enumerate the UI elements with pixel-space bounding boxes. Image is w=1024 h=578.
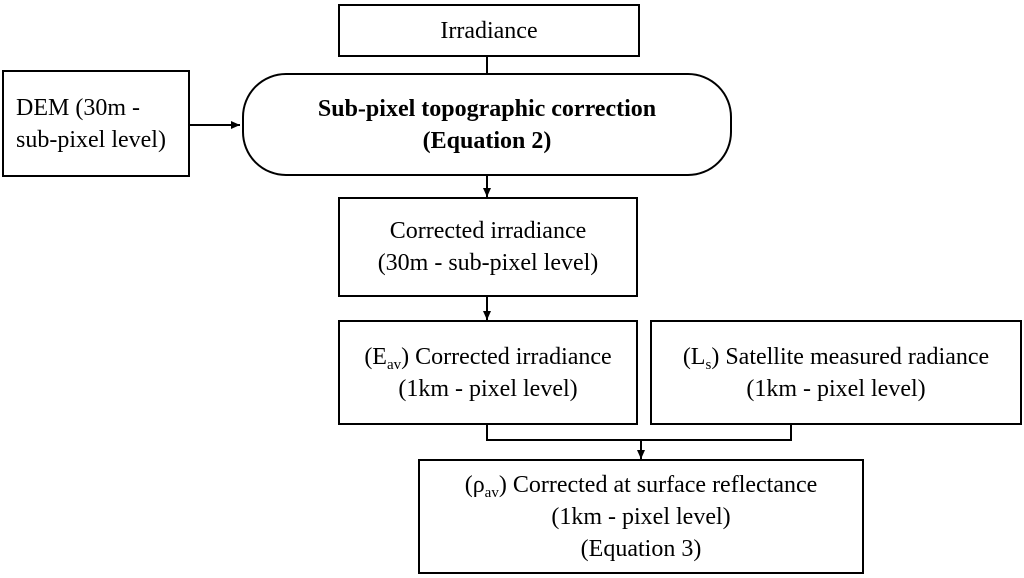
ls-line2: (1km - pixel level) <box>746 375 926 402</box>
eav-line1: (Eav) Corrected irradiance <box>364 341 611 373</box>
ls-symbol-open: (L <box>682 343 706 370</box>
corrected-irradiance-30m-line2: (30m - sub-pixel level) <box>377 250 599 276</box>
topographic-correction-title: Sub-pixel topographic correction <box>317 95 657 122</box>
eav-symbol-open: (E <box>364 343 387 370</box>
ls-symbol-close: ) <box>711 343 720 370</box>
eav-label: Corrected irradiance <box>409 343 612 370</box>
corrected-irradiance-30m-box: Corrected irradiance (30m - sub-pixel le… <box>338 197 638 297</box>
rho-av-line1: (ρav) Corrected at surface reflectance <box>465 469 818 501</box>
ls-label: Satellite measured radiance <box>719 343 990 370</box>
rho-av-box: (ρav) Corrected at surface reflectance (… <box>418 459 864 574</box>
eav-line2: (1km - pixel level) <box>398 375 578 402</box>
rho-av-line2: (1km - pixel level) <box>551 503 731 530</box>
topographic-correction-box: Sub-pixel topographic correction (Equati… <box>242 73 732 176</box>
eav-subscript: av <box>386 356 402 373</box>
dem-label-line1: DEM (30m - <box>16 94 140 121</box>
eav-box: (Eav) Corrected irradiance (1km - pixel … <box>338 320 638 425</box>
irradiance-label: Irradiance <box>440 17 538 44</box>
corrected-irradiance-30m-line1: Corrected irradiance <box>389 218 587 244</box>
rho-av-line3: (Equation 3) <box>580 535 702 562</box>
dem-label-line2: sub-pixel level) <box>16 126 166 153</box>
rho-av-symbol-close: ) <box>498 471 507 498</box>
rho-av-symbol-open: (ρ <box>464 471 485 498</box>
eav-symbol-close: ) <box>401 343 410 370</box>
ls-subscript: s <box>705 356 712 373</box>
rho-av-label: Corrected at surface reflectance <box>506 471 818 498</box>
connector-merge-eav-ls <box>486 424 792 441</box>
rho-av-subscript: av <box>484 484 499 501</box>
ls-line1: (Ls) Satellite measured radiance <box>683 341 989 373</box>
dem-box: DEM (30m - sub-pixel level) <box>2 70 190 177</box>
topographic-correction-equation: (Equation 2) <box>422 127 552 154</box>
irradiance-box: Irradiance <box>338 4 640 57</box>
ls-box: (Ls) Satellite measured radiance (1km - … <box>650 320 1022 425</box>
